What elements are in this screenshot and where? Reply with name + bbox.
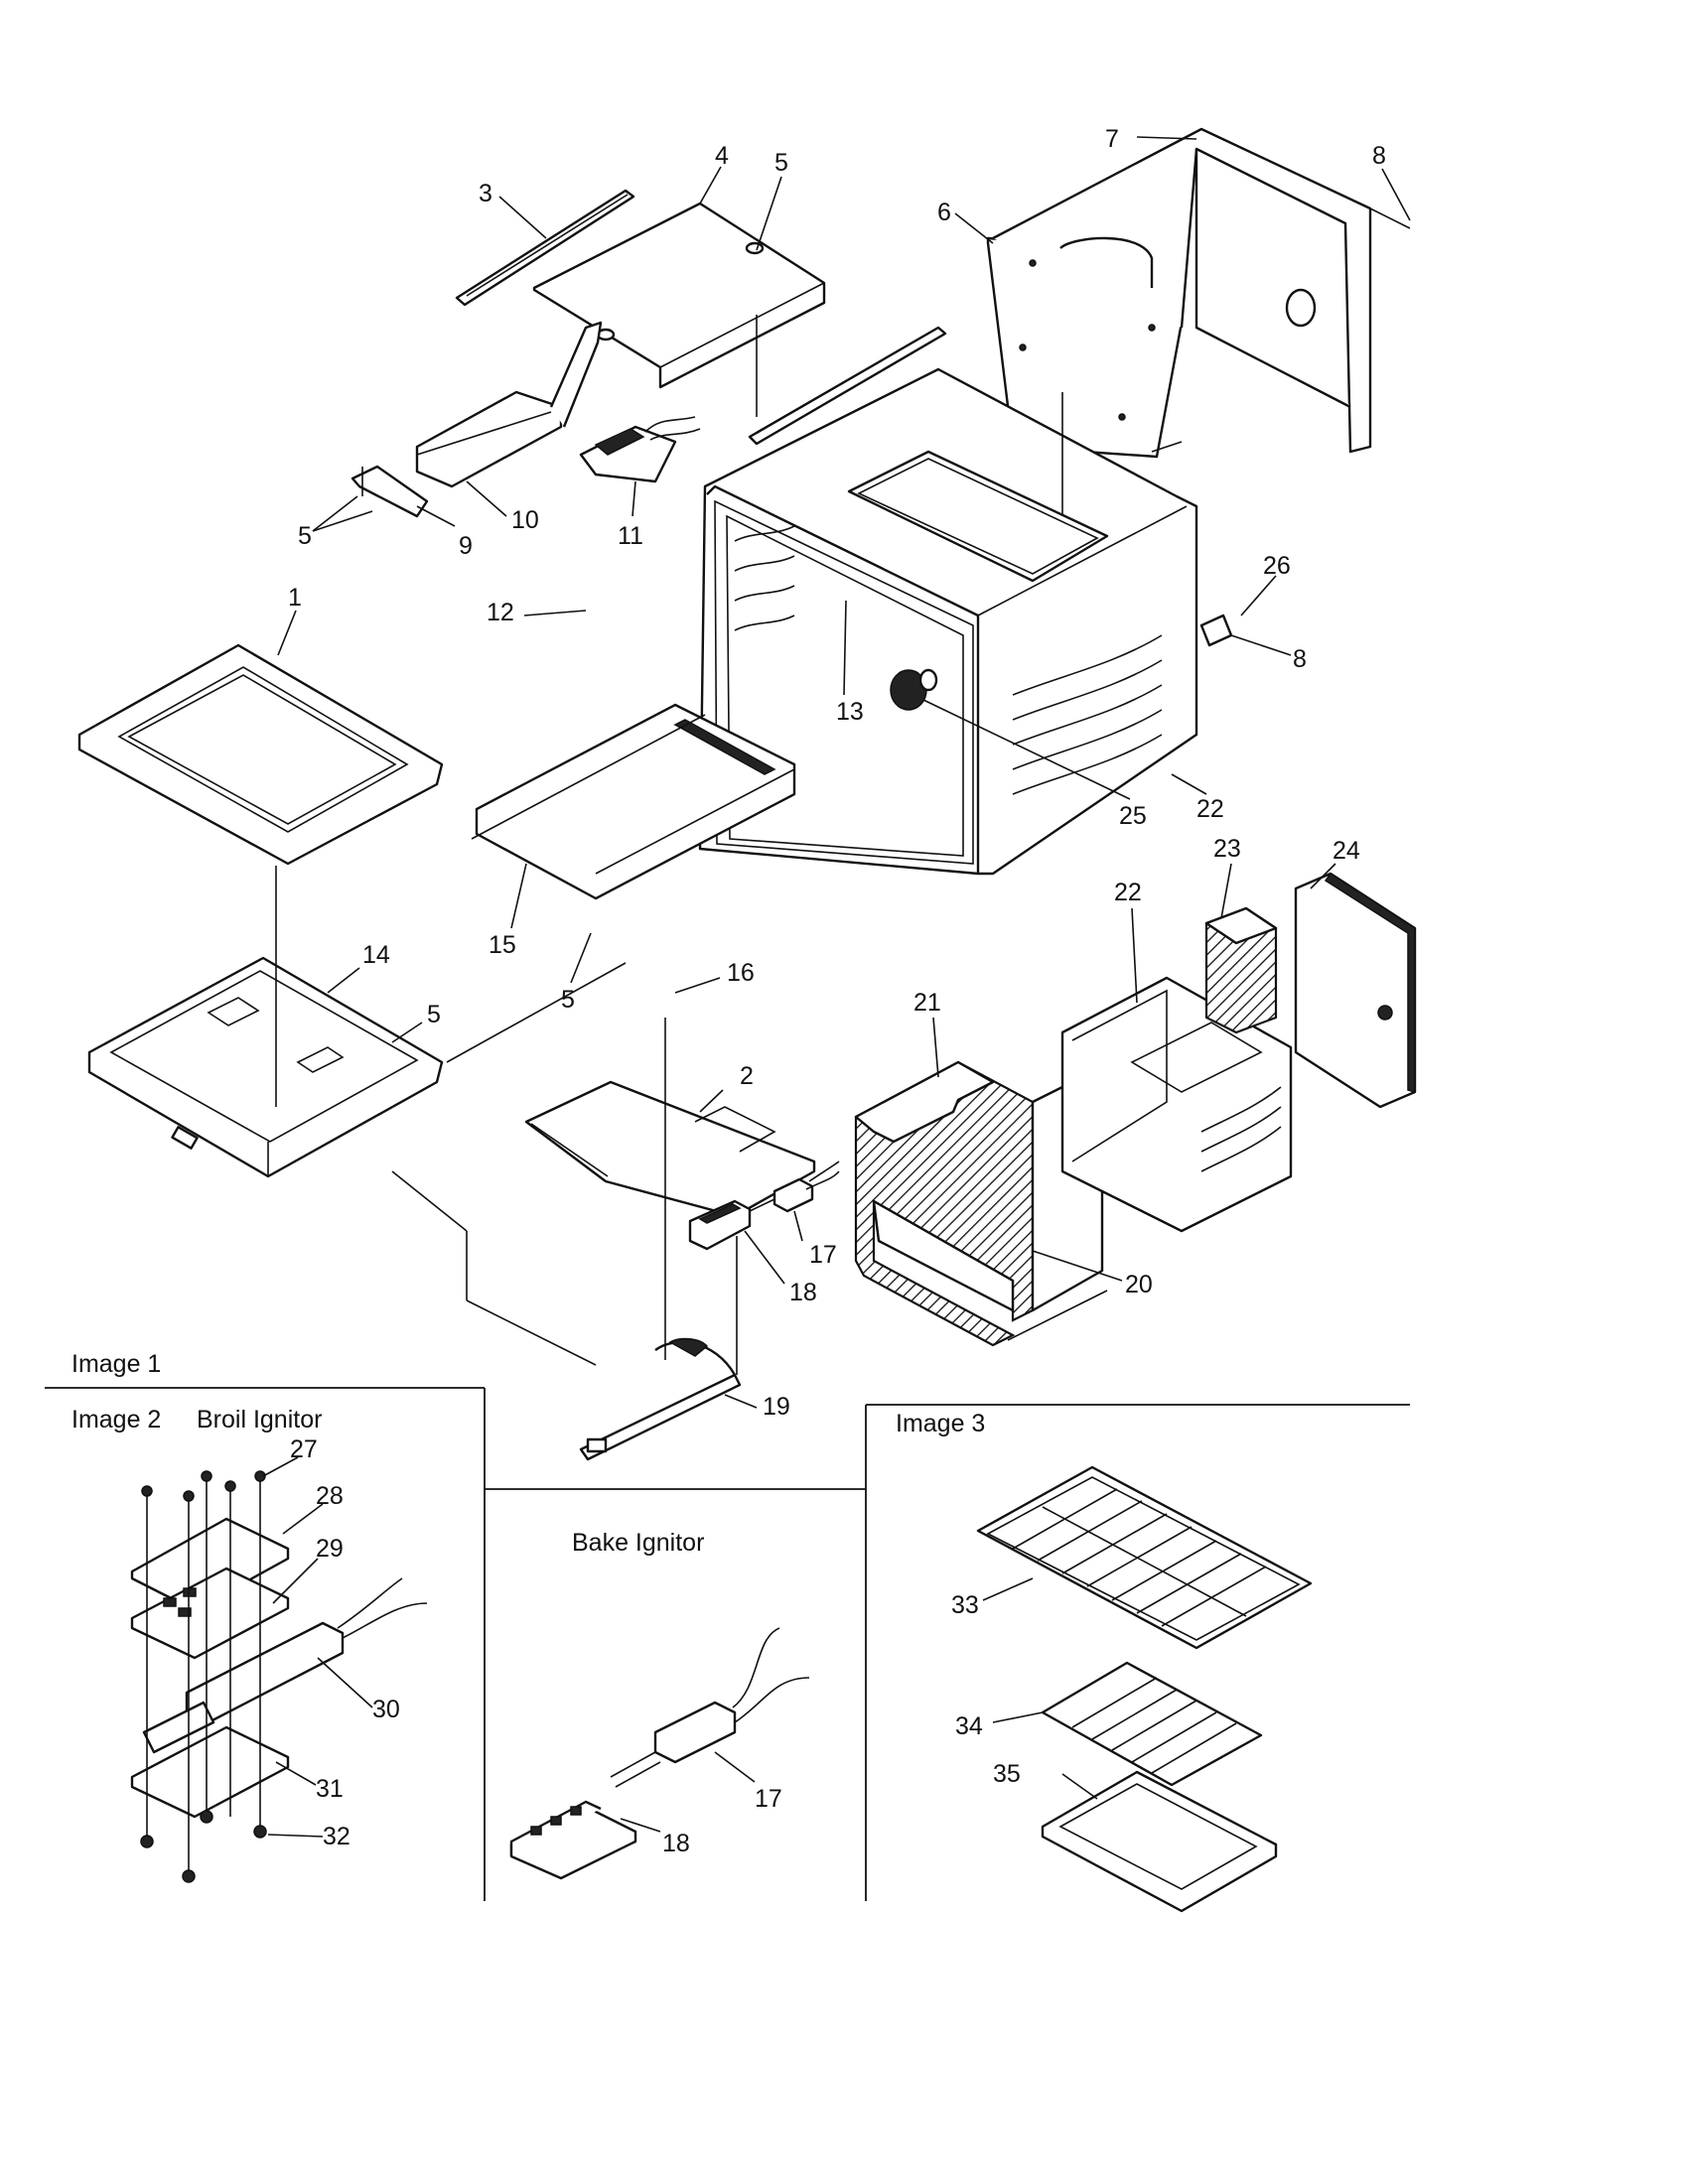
part-3-trim-strip [455,189,635,307]
callout-2: 2 [740,1062,754,1090]
callout-25: 25 [1119,802,1147,830]
part-26-side-bracket [1199,614,1233,647]
part-7-outer-wrapper [992,127,1411,454]
callout-3: 3 [479,180,492,207]
callout-18: 18 [662,1830,690,1857]
leader-lines [275,136,1411,1409]
callout-19: 19 [763,1393,790,1421]
callout-27: 27 [290,1435,318,1463]
part-14-drawer-pan [87,956,444,1178]
callout-8: 8 [1293,645,1307,673]
callout-17: 17 [809,1241,837,1269]
part-17-ignitor [749,1160,840,1213]
callout-6: 6 [937,199,951,226]
callout-20: 20 [1125,1271,1153,1298]
part-11-control-module [579,416,701,483]
callout-5: 5 [561,986,575,1014]
callout-4: 4 [715,142,729,170]
callout-10: 10 [511,506,539,534]
bake-ignitor-detail [509,1627,810,1880]
callout-12: 12 [487,599,514,626]
label-image-1: Image 1 [71,1350,161,1378]
callout-26: 26 [1263,552,1291,580]
callout-16: 16 [727,959,755,987]
rack-and-pan-detail [976,1465,1313,1913]
callout-22: 22 [1196,795,1224,823]
label-image-3: Image 3 [896,1410,985,1437]
callout-30: 30 [372,1696,400,1723]
callout-8: 8 [1372,142,1386,170]
callout-24: 24 [1333,837,1360,865]
part-24-rear-panel [1294,872,1417,1109]
part-15-oven-bottom [475,703,796,900]
part-18-ignitor-bracket [688,1199,752,1251]
part-22-oven-cavity [698,367,1198,876]
panel-labels: Image 1 Image 2 Broil Ignitor Bake Ignit… [71,1350,985,1557]
part-10-broil-burner [415,321,603,488]
callout-1: 1 [288,584,302,612]
callout-13: 13 [836,698,864,726]
callout-22: 22 [1114,879,1142,906]
callout-32: 32 [323,1823,351,1850]
part-3-trim-strip-lower [748,326,947,446]
panel-frames [45,1387,1410,1901]
part-19-bake-burner [579,1337,742,1461]
callout-5: 5 [774,149,788,177]
callout-17: 17 [755,1785,782,1813]
part-2-flame-spreader [524,1080,816,1218]
label-image-2: Image 2 [71,1406,161,1433]
part-22-oven-cavity-small [1060,976,1293,1233]
callout-11: 11 [618,522,643,550]
part-9-bracket [351,465,429,518]
part-23-insulation-block [1204,906,1278,1034]
callout-14: 14 [362,941,390,969]
callout-9: 9 [459,532,473,560]
callout-5: 5 [298,522,312,550]
callout-23: 23 [1213,835,1241,863]
callout-5: 5 [427,1001,441,1028]
callout-15: 15 [489,931,516,959]
label-bake-ignitor: Bake Ignitor [572,1529,704,1557]
callout-7: 7 [1105,125,1119,153]
callout-31: 31 [316,1775,344,1803]
label-broil-ignitor: Broil Ignitor [197,1406,322,1433]
callout-28: 28 [316,1482,344,1510]
callout-21: 21 [913,989,941,1017]
callout-34: 34 [955,1712,983,1740]
callout-numbers: 1 2 3 4 5 5 5 5 6 7 8 8 9 10 11 12 13 14… [288,125,1386,1857]
callout-29: 29 [316,1535,344,1563]
part-21-front-frame [854,1060,1035,1347]
callout-35: 35 [993,1760,1021,1788]
callout-18: 18 [789,1279,817,1306]
broil-ignitor-detail [130,1456,428,1883]
part-1-door-glass [77,643,444,866]
callout-33: 33 [951,1591,979,1619]
